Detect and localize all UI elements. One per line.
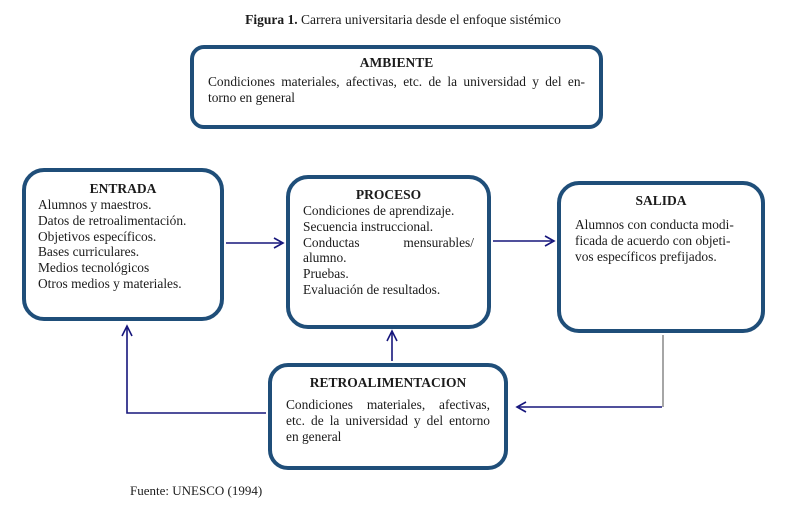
text-line: Conductas mensurables/: [303, 234, 474, 250]
arrow-head-up-icon: [121, 324, 133, 337]
text-line: alumno.: [303, 250, 347, 266]
box-retroalimentacion: RETROALIMENTACION Condiciones materiales…: [268, 363, 508, 470]
text-line: Alumnos con conducta modi-: [575, 217, 734, 232]
connector-retroalimentacion-to-entrada: [121, 324, 266, 414]
box-retroalimentacion-body: Condiciones materiales, afectivas, etc. …: [286, 397, 490, 444]
text-line: vos específicos prefijados.: [575, 248, 717, 264]
connector-salida-to-retroalimentacion: [515, 335, 664, 413]
text-line: Evaluación de resultados.: [303, 281, 441, 297]
text-line: Secuencia instruccional.: [303, 218, 434, 234]
source-caption: Fuente: UNESCO (1994): [130, 483, 263, 498]
text-line: Alumnos y maestros.: [38, 197, 152, 212]
text-line: Condiciones de aprendizaje.: [303, 203, 455, 218]
arrow-proceso-to-salida: [493, 235, 556, 247]
box-entrada-heading: ENTRADA: [89, 181, 157, 196]
text-line: ficada de acuerdo con objeti-: [575, 232, 731, 248]
box-ambiente-body: Condiciones materiales, afectivas, etc. …: [208, 74, 585, 106]
box-entrada: ENTRADA Alumnos y maestros. Datos de ret…: [22, 168, 224, 321]
box-salida-heading: SALIDA: [635, 193, 687, 208]
box-ambiente-heading: AMBIENTE: [359, 55, 434, 70]
box-proceso-body: Condiciones de aprendizaje. Secuencia in…: [303, 203, 474, 298]
box-ambiente: AMBIENTE Condiciones materiales, afectiv…: [190, 45, 603, 129]
box-entrada-body: Alumnos y maestros. Datos de retroalimen…: [38, 197, 208, 292]
text-line: Condiciones materiales, afectivas,: [286, 397, 490, 412]
text-line: en general: [286, 428, 342, 444]
text-line: Datos de retroalimentación.: [38, 212, 187, 228]
arrow-head-right-icon: [544, 235, 556, 247]
box-retroalimentacion-heading: RETROALIMENTACION: [309, 375, 467, 390]
text-line: Otros medios y materiales.: [38, 275, 182, 291]
text-line: Medios tecnológicos: [38, 260, 150, 276]
figure-title-text: Carrera universitaria desde el enfoque s…: [297, 12, 561, 27]
text-line: etc. de la universidad y del entorno: [286, 412, 490, 428]
arrow-head-right-icon: [273, 237, 285, 249]
box-salida: SALIDA Alumnos con conducta modi- ficada…: [557, 181, 765, 333]
text-line: Objetivos específicos.: [38, 228, 157, 244]
text-line: Pruebas.: [303, 266, 349, 282]
arrow-head-left-icon: [515, 401, 527, 413]
arrow-retroalimentacion-to-proceso: [386, 329, 398, 361]
arrow-shaft: [126, 328, 266, 414]
box-proceso-heading: PROCESO: [355, 187, 422, 202]
arrow-entrada-to-proceso: [226, 237, 285, 249]
text-line: Condiciones materiales, afectivas, etc. …: [208, 74, 585, 89]
figure-title-number: Figura 1.: [245, 12, 298, 27]
figure-title: Figura 1. Carrera universitaria desde el…: [10, 12, 786, 28]
box-proceso: PROCESO Condiciones de aprendizaje. Secu…: [286, 175, 491, 329]
arrow-head-up-icon: [386, 329, 398, 342]
box-salida-body: Alumnos con conducta modi- ficada de acu…: [575, 217, 747, 264]
text-line: torno en general: [208, 89, 295, 105]
text-line: Bases curriculares.: [38, 244, 140, 260]
